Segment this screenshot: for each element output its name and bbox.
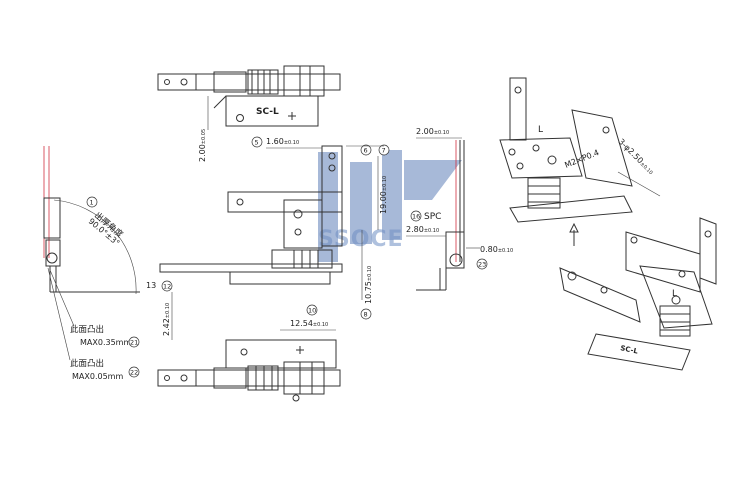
number-13: 13 <box>146 281 156 290</box>
bubble-12: 12 <box>163 283 171 291</box>
svg-text:10.75±0.10: 10.75±0.10 <box>364 266 373 304</box>
svg-text:2.42±0.10: 2.42±0.10 <box>162 303 171 336</box>
bubble-7: 7 <box>382 147 386 155</box>
svg-text:0.80±0.10: 0.80±0.10 <box>480 245 513 254</box>
dim-19-00: 19.00 <box>379 191 388 214</box>
svg-text:2.00±0.10: 2.00±0.10 <box>416 127 449 136</box>
dim-1-60: 1.60 <box>266 137 284 146</box>
bubble-21: 21 <box>130 339 138 347</box>
note-bump-2-value: MAX0.05mm <box>72 372 123 381</box>
svg-text:19.00±0.10: 19.00±0.10 <box>379 176 388 214</box>
top-view-upper: SC-L 2.00±0.05 <box>157 65 341 162</box>
front-view: 5 1.60±0.10 6 7 19.00±0.10 10.75±0.10 8 … <box>146 136 390 340</box>
bubble-6: 6 <box>364 147 368 155</box>
part-label-iso: SC-L <box>620 344 640 356</box>
bubble-23: 23 <box>478 261 486 269</box>
bubble-1: 1 <box>90 199 94 207</box>
svg-text:2.80±0.10: 2.80±0.10 <box>406 225 439 234</box>
right-side-view: 2.00±0.10 16 SPC 2.80±0.10 0.80±0.10 23 <box>406 127 513 291</box>
svg-text:12.54±0.10: 12.54±0.10 <box>290 319 328 328</box>
bubble-8: 8 <box>364 311 368 319</box>
note-bump-1-title: 此面凸出 <box>70 324 104 335</box>
svg-text:1.60±0.10: 1.60±0.10 <box>266 137 299 146</box>
watermark-text: SSOCE <box>318 227 404 252</box>
dim-2-80: 2.80 <box>406 225 424 234</box>
dim-2-42: 2.42 <box>162 318 171 336</box>
svg-text:2.00±0.05: 2.00±0.05 <box>198 129 207 162</box>
note-bump-2-title: 此面凸出 <box>70 358 104 369</box>
isometric-view-upper: L M2×P0.4 3-φ2.50±0.10 <box>499 77 661 246</box>
dim-12-54: 12.54 <box>290 319 313 328</box>
svg-text:L: L <box>538 125 543 135</box>
isometric-view-lower: L SC-L <box>559 217 717 371</box>
thread-spec: M2×P0.4 <box>563 148 600 170</box>
dim-2-00: 2.00 <box>416 127 434 136</box>
bottom-view: 10 12.54±0.10 <box>157 304 341 402</box>
note-bump-1-value: MAX0.35mm <box>80 338 131 347</box>
spc-label: SPC <box>424 212 441 222</box>
watermark-logo: SSOCE <box>318 150 462 262</box>
svg-text:3-φ2.50±0.10: 3-φ2.50±0.10 <box>617 137 656 176</box>
dim-10-75: 10.75 <box>364 281 373 304</box>
bubble-5: 5 <box>255 139 259 147</box>
bubble-16: 16 <box>412 213 420 221</box>
bubble-22: 22 <box>130 369 138 377</box>
part-label-top: SC-L <box>256 107 279 117</box>
dim-2-00-vertical: 2.00 <box>198 144 207 162</box>
bubble-10: 10 <box>308 307 316 315</box>
surface-notes: 此面凸出 MAX0.35mm 21 此面凸出 MAX0.05mm 22 <box>70 324 140 381</box>
dim-0-80: 0.80 <box>480 245 498 254</box>
svg-text:L: L <box>672 289 677 299</box>
hole-spec: 3-φ2.50 <box>617 137 645 165</box>
